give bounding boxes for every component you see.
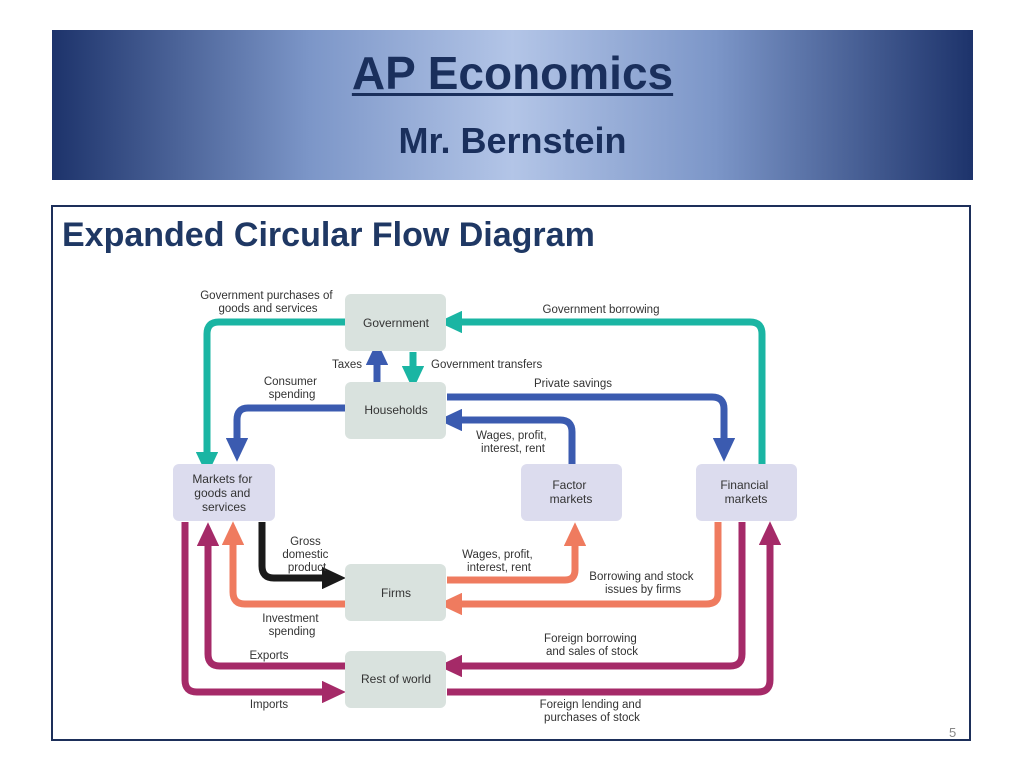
node-households-text: Households <box>364 403 427 417</box>
svg-text:Firms: Firms <box>381 586 411 600</box>
node-government: Government <box>345 294 446 351</box>
flow-wages-to-households <box>438 408 576 464</box>
label-imports: Imports <box>250 699 289 711</box>
flow-foreign-lending <box>447 521 782 696</box>
flow-foreign-borrowing <box>438 522 746 678</box>
node-rest-of-world-text: Rest of world <box>361 672 431 686</box>
node-firms: Firms <box>345 564 446 621</box>
label-foreign-lending: Foreign lending and purchases of stock <box>540 699 645 724</box>
label-foreign-borrowing: Foreign borrowing and sales of stock <box>544 633 640 658</box>
node-rest-of-world: Rest of world <box>345 651 446 708</box>
flow-investment-spending <box>221 521 345 608</box>
node-markets-line-1: Markets for <box>192 472 252 486</box>
node-financial-line-1: Financial <box>720 478 768 492</box>
label-consumer-spending: Consumer spending <box>264 376 320 401</box>
node-firms-text: Firms <box>381 586 411 600</box>
label-wages-bottom: Wages, profit, interest, rent <box>462 549 536 574</box>
label-private-savings: Private savings <box>534 378 612 390</box>
slide-title: AP Economics <box>351 47 674 99</box>
flow-government-purchases <box>195 318 345 476</box>
label-exports: Exports <box>250 650 289 662</box>
node-factor-line-2: markets <box>550 492 593 506</box>
node-markets-line-3: services <box>202 500 246 514</box>
label-borrowing-stock: Borrowing and stock issues by firms <box>589 571 696 596</box>
label-investment-spending: Investment spending <box>262 613 321 638</box>
node-financial-line-2: markets <box>725 492 768 506</box>
flow-imports <box>181 522 346 704</box>
title-banner: AP Economics Mr. Bernstein <box>52 30 973 180</box>
flow-consumer-spending <box>225 404 345 462</box>
svg-text:Factor markets: Factor markets <box>550 478 593 506</box>
node-markets-goods-services: Markets for goods and services <box>173 464 275 521</box>
diagram-heading: Expanded Circular Flow Diagram <box>62 216 595 254</box>
label-wages-top: Wages, profit, interest, rent <box>476 430 550 455</box>
node-government-text: Government <box>363 316 430 330</box>
svg-text:Markets for goods and: Markets for goods and services <box>192 472 255 514</box>
svg-text:Rest of world: Rest of world <box>361 672 431 686</box>
svg-text:Financial markets: Financial markets <box>720 478 771 506</box>
flow-private-savings <box>447 393 736 462</box>
label-gdp: Gross domestic product <box>282 536 331 574</box>
node-households: Households <box>345 382 446 439</box>
flow-gdp <box>258 522 346 590</box>
label-gov-transfers: Government transfers <box>431 359 542 371</box>
flow-exports <box>196 522 345 670</box>
node-markets-line-2: goods and <box>194 486 250 500</box>
flow-government-borrowing <box>438 310 766 464</box>
slide-number: 5 <box>949 725 957 740</box>
node-factor-line-1: Factor <box>552 478 586 492</box>
svg-text:Government: Government <box>363 316 430 330</box>
svg-text:Households: Households <box>364 403 427 417</box>
flow-borrowing-stock <box>438 522 722 616</box>
node-financial-markets: Financial markets <box>696 464 797 521</box>
slide-subtitle: Mr. Bernstein <box>398 120 627 161</box>
label-gov-borrowing: Government borrowing <box>543 304 660 316</box>
label-taxes: Taxes <box>332 359 362 371</box>
label-gov-purchases: Government purchases of goods and servic… <box>200 290 336 315</box>
node-factor-markets: Factor markets <box>521 464 622 521</box>
flow-wages-to-factor <box>447 522 587 584</box>
